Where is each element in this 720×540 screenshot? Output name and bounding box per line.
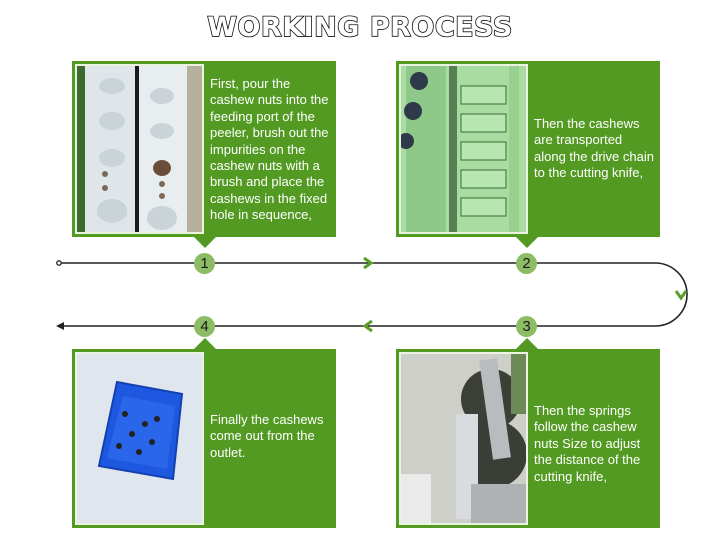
step-2-number-badge: 2 — [516, 253, 537, 274]
blue-crate-icon — [77, 354, 202, 523]
step-1-description: First, pour the cashew nuts into the fee… — [210, 76, 329, 223]
step-4-pointer — [194, 338, 216, 349]
step-1-photo — [75, 64, 204, 234]
step-3-pointer — [516, 338, 538, 349]
feeding-plate-holes-icon — [97, 78, 177, 230]
step-4-photo — [75, 352, 204, 525]
step-3-photo — [399, 352, 528, 525]
step-2-pointer — [516, 237, 538, 248]
step-2-description: Then the cashews are transported along t… — [534, 116, 654, 181]
drive-chain-machine-icon — [401, 66, 526, 232]
step-1-number-badge: 1 — [194, 253, 215, 274]
page-title: WORKING PROCESS — [206, 11, 513, 44]
step-2-photo — [399, 64, 528, 234]
step-1-panel: First, pour the cashew nuts into the fee… — [72, 61, 336, 237]
cutting-knife-icon — [401, 354, 526, 523]
step-3-panel: Then the springs follow the cashew nuts … — [396, 349, 660, 528]
step-3-number-badge: 3 — [516, 316, 537, 337]
step-2-panel: Then the cashews are transported along t… — [396, 61, 660, 237]
step-4-description: Finally the cashews come out from the ou… — [210, 412, 324, 460]
step-4-panel: Finally the cashews come out from the ou… — [72, 349, 336, 528]
step-3-description: Then the springs follow the cashew nuts … — [534, 403, 641, 484]
step-4-number-badge: 4 — [194, 316, 215, 337]
step-1-pointer — [194, 237, 216, 248]
